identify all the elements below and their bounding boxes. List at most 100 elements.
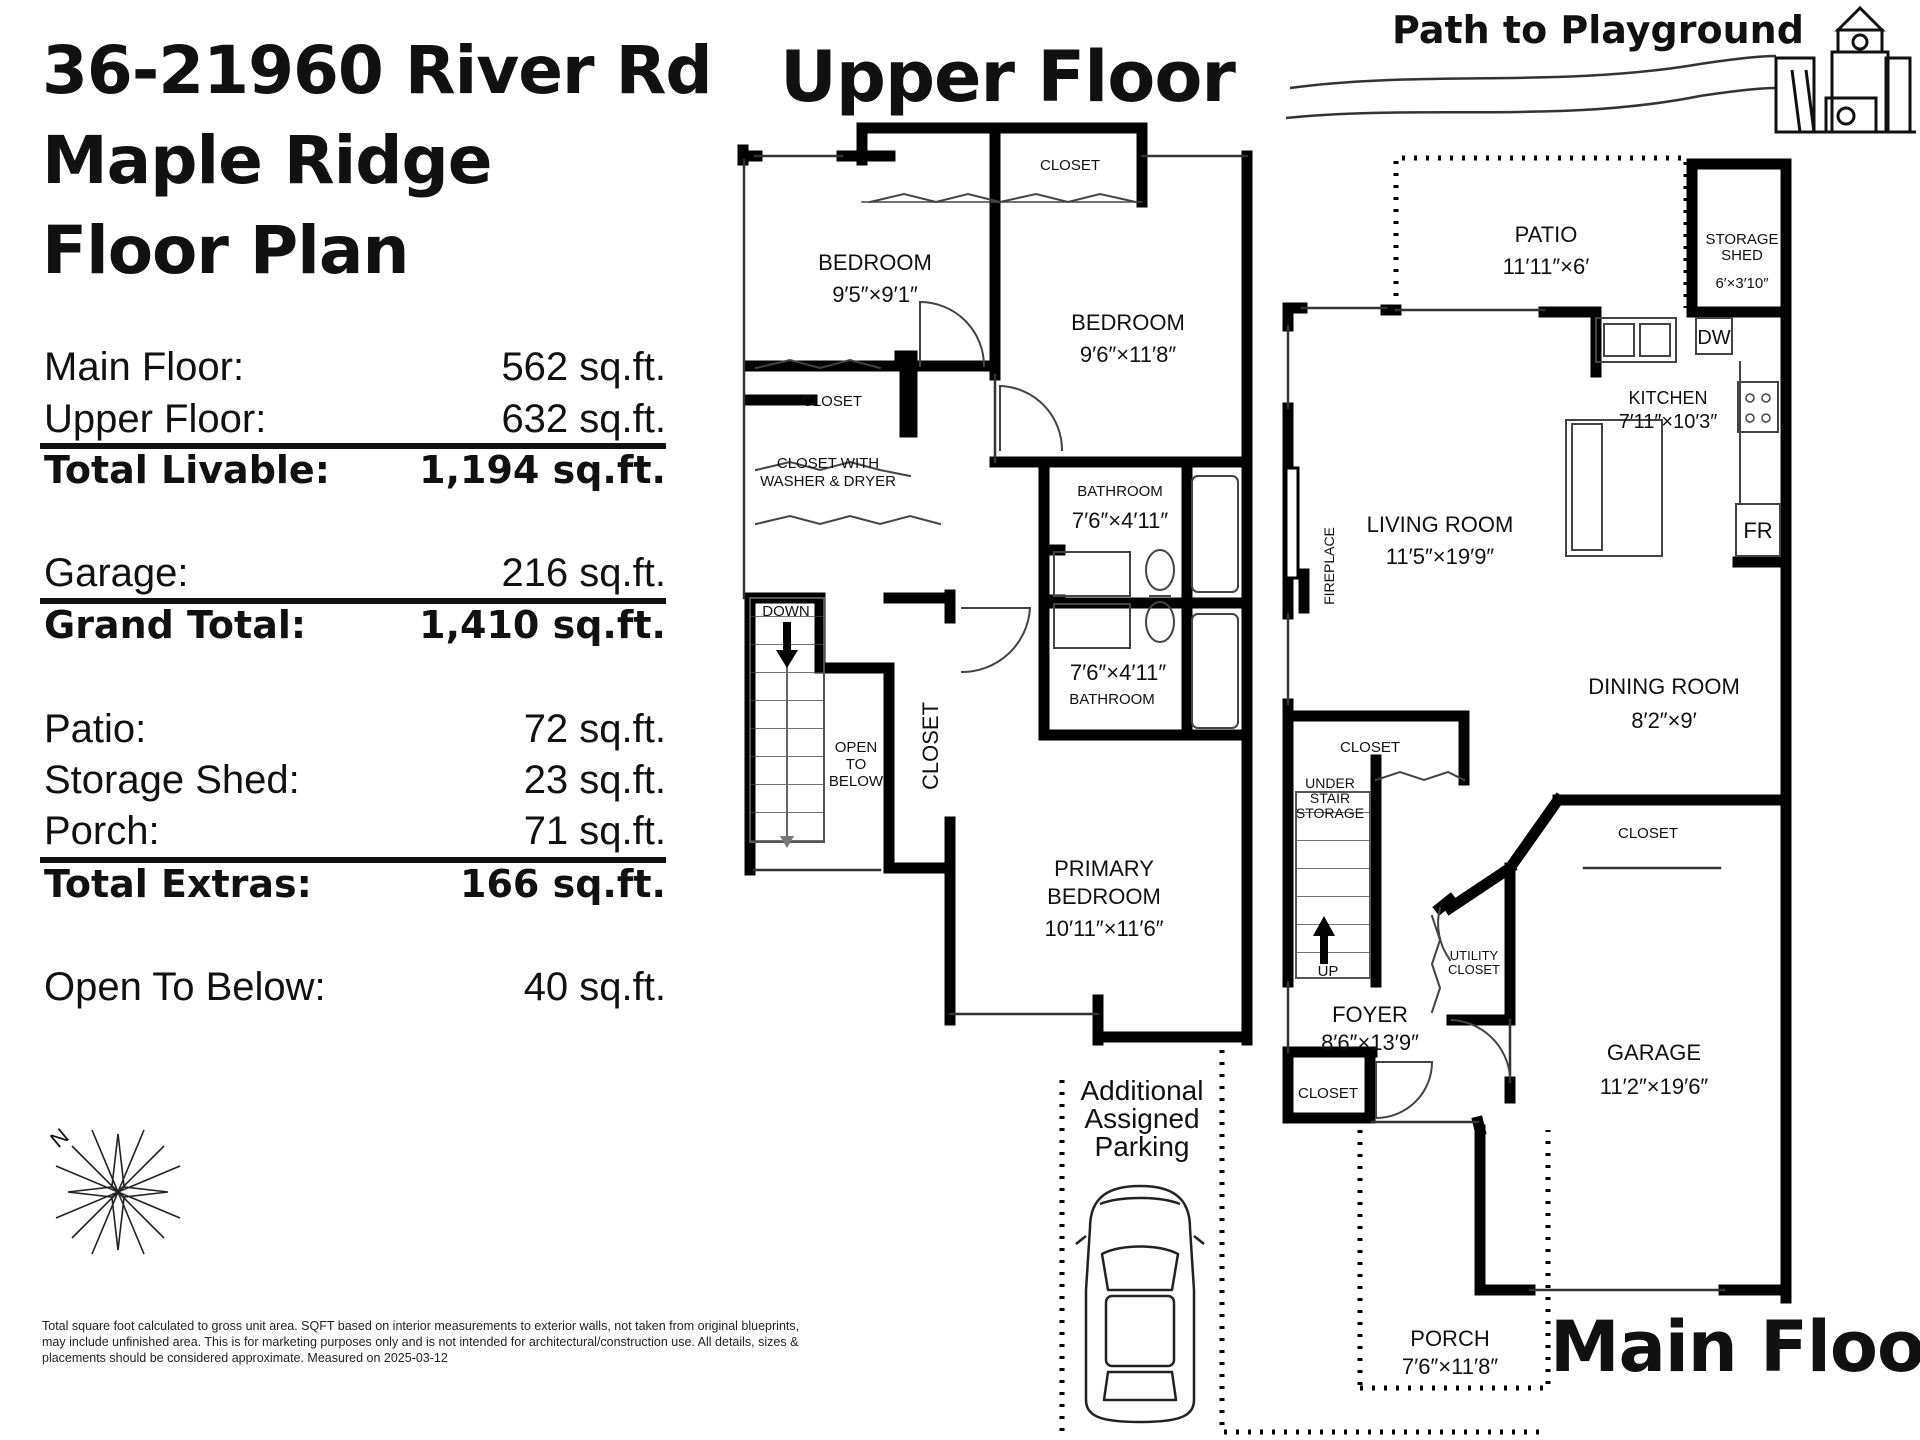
under-stair-label-3: STORAGE	[1296, 805, 1364, 821]
upper-floor-walls	[737, 122, 1253, 1046]
closet-garage-label: CLOSET	[1618, 825, 1678, 842]
stat-label: Upper Floor:	[44, 397, 267, 441]
stat-patio: Patio: 72 sq.ft.	[44, 704, 666, 754]
stat-storage-shed: Storage Shed: 23 sq.ft.	[44, 755, 666, 805]
closet-washer-label-1: CLOSET WITH	[777, 455, 879, 472]
bedroom-2-name: BEDROOM	[1071, 310, 1185, 335]
stat-total-livable: Total Livable: 1,194 sq.ft.	[44, 445, 666, 495]
foyer-dims: 8′6″×13′9″	[1321, 1030, 1419, 1055]
porch-dims: 7′6″×11′8″	[1402, 1354, 1498, 1379]
shed-dims: 6′×3′10″	[1715, 275, 1769, 292]
main-floor-walls	[1282, 158, 1792, 1304]
compass-rose-icon	[55, 1129, 181, 1255]
stat-value: 72 sq.ft.	[523, 707, 666, 751]
open-below-label-3: BELOW	[829, 773, 884, 790]
stat-value: 562 sq.ft.	[501, 345, 666, 389]
under-stair-label-1: UNDER	[1305, 775, 1355, 791]
stat-value: 216 sq.ft.	[501, 551, 666, 595]
stat-label: Patio:	[44, 707, 147, 751]
stat-label: Total Livable:	[44, 448, 330, 492]
garage-name: GARAGE	[1607, 1040, 1701, 1065]
stat-value: 71 sq.ft.	[523, 809, 666, 853]
primary-bedroom-name-1: PRIMARY	[1054, 856, 1154, 881]
closet-washer-label-2: WASHER & DRYER	[760, 473, 896, 490]
primary-bedroom-name-2: BEDROOM	[1047, 884, 1161, 909]
closet-bed1-label: CLOSET	[802, 393, 862, 410]
closet-foyer-label: CLOSET	[1298, 1085, 1358, 1102]
bathroom-1-dims: 7′6″×4′11″	[1072, 508, 1168, 533]
title-floor-plan: Floor Plan	[42, 212, 409, 289]
fridge-label: FR	[1743, 518, 1772, 543]
stat-total-extras: Total Extras: 166 sq.ft.	[44, 859, 666, 909]
patio-dims: 11′11″×6′	[1503, 254, 1590, 279]
compass-north-label: N	[45, 1123, 73, 1152]
stat-label: Total Extras:	[44, 862, 312, 906]
upper-floor-heading: Upper Floor	[780, 36, 1236, 118]
kitchen-name: KITCHEN	[1628, 388, 1707, 408]
stat-label: Open To Below:	[44, 965, 326, 1009]
bathroom-1-name: BATHROOM	[1077, 483, 1163, 500]
stat-divider	[40, 443, 666, 449]
open-below-label-2: TO	[846, 756, 867, 773]
title-city: Maple Ridge	[42, 122, 493, 199]
stat-value: 166 sq.ft.	[460, 862, 666, 906]
stat-divider	[40, 857, 666, 863]
stat-label: Storage Shed:	[44, 758, 300, 802]
title-address: 36-21960 River Rd	[42, 32, 713, 109]
parking-label-2: Assigned	[1084, 1103, 1199, 1134]
disclaimer-footnote: Total square foot calculated to gross un…	[42, 1319, 800, 1365]
stat-value: 23 sq.ft.	[523, 758, 666, 802]
stat-main-floor: Main Floor: 562 sq.ft.	[44, 342, 666, 392]
stat-porch: Porch: 71 sq.ft.	[44, 806, 666, 856]
stat-grand-total: Grand Total: 1,410 sq.ft.	[44, 600, 666, 650]
upper-floor-labels: CLOSET BEDROOM 9′5″×9′1″ BEDROOM 9′6″×11…	[760, 157, 1185, 941]
bathroom-2-dims: 7′6″×4′11″	[1070, 660, 1166, 685]
path-to-playground-label: Path to Playground	[1392, 8, 1804, 52]
parking-label-1: Additional	[1081, 1075, 1204, 1106]
car-icon	[1075, 1184, 1205, 1424]
garage-dims: 11′2″×19′6″	[1600, 1074, 1709, 1099]
main-floor-heading: Main Floor	[1550, 1306, 1920, 1388]
living-room-name: LIVING ROOM	[1367, 512, 1514, 537]
stairs-down-label: DOWN	[762, 603, 810, 620]
patio-name: PATIO	[1515, 222, 1578, 247]
parking-labels: Additional Assigned Parking	[1081, 1075, 1204, 1162]
bathroom-2-name: BATHROOM	[1069, 691, 1155, 708]
foyer-name: FOYER	[1332, 1002, 1408, 1027]
stat-value: 632 sq.ft.	[501, 397, 666, 441]
closet-stair-label: CLOSET	[1340, 739, 1400, 756]
open-below-label-1: OPEN	[835, 739, 878, 756]
stat-upper-floor: Upper Floor: 632 sq.ft.	[44, 394, 666, 444]
stat-label: Main Floor:	[44, 345, 245, 389]
patio-outline	[1393, 155, 1689, 308]
stat-value: 40 sq.ft.	[523, 965, 666, 1009]
stat-garage: Garage: 216 sq.ft.	[44, 548, 666, 598]
playground-icon	[1774, 5, 1916, 134]
kitchen-dims: 7′11″×10′3″	[1619, 411, 1718, 433]
path-lines	[1285, 54, 1777, 120]
stat-label: Garage:	[44, 551, 189, 595]
bedroom-2-dims: 9′6″×11′8″	[1080, 342, 1176, 367]
stat-open-to-below: Open To Below: 40 sq.ft.	[44, 962, 666, 1012]
stat-value: 1,410 sq.ft.	[419, 603, 666, 647]
shed-label-1: STORAGE	[1705, 231, 1778, 248]
porch-name: PORCH	[1410, 1326, 1489, 1351]
living-room-dims: 11′5″×19′9″	[1386, 544, 1495, 569]
closet-top-label: CLOSET	[1040, 157, 1100, 174]
dining-room-name: DINING ROOM	[1588, 674, 1740, 699]
parking-label-3: Parking	[1095, 1131, 1190, 1162]
bedroom-1-name: BEDROOM	[818, 250, 932, 275]
dishwasher-label: DW	[1697, 327, 1730, 349]
fireplace-label: FIREPLACE	[1321, 527, 1337, 605]
bedroom-1-dims: 9′5″×9′1″	[832, 282, 918, 307]
closet-vertical-label: CLOSET	[918, 702, 943, 790]
shed-label-2: SHED	[1721, 247, 1763, 264]
under-stair-label-2: STAIR	[1310, 790, 1350, 806]
porch-outline	[1360, 1130, 1551, 1391]
stat-value: 1,194 sq.ft.	[419, 448, 666, 492]
utility-closet-label-2: CLOSET	[1448, 962, 1500, 977]
stat-label: Porch:	[44, 809, 160, 853]
main-floor-labels: PATIO 11′11″×6′ STORAGE SHED 6′×3′10″ DW…	[1296, 222, 1779, 1379]
dining-room-dims: 8′2″×9′	[1631, 708, 1697, 733]
primary-bedroom-dims: 10′11″×11′6″	[1044, 916, 1163, 941]
